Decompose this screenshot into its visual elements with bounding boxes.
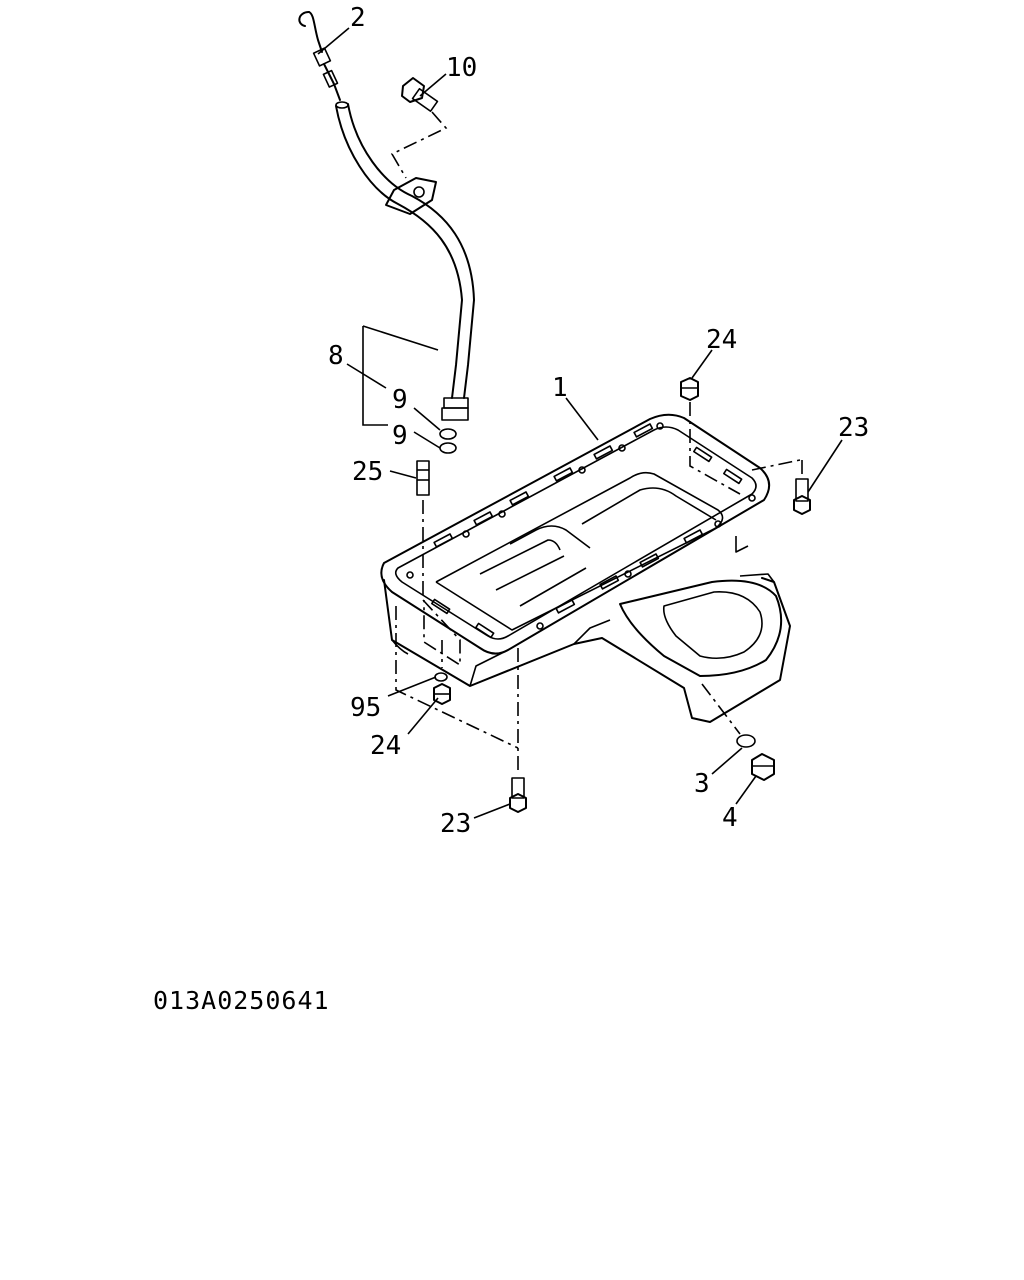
group-bracket — [362, 326, 388, 426]
dipstick — [298, 11, 341, 101]
callout-bolt-bottom: 23 — [440, 809, 471, 839]
callout-bolt-right: 23 — [838, 413, 869, 443]
stud — [416, 460, 430, 600]
washer — [434, 672, 448, 682]
guide-bolt — [390, 77, 448, 179]
drain-centerline — [701, 683, 741, 735]
callout-drain-gasket: 3 — [694, 769, 710, 799]
callout-washer: 95 — [350, 693, 381, 723]
callout-guide-tube: 8 — [328, 341, 344, 371]
leader-lines — [317, 27, 843, 819]
callout-drain-plug: 4 — [722, 803, 738, 833]
nut-bottom — [433, 683, 451, 705]
drain-plug — [751, 753, 775, 781]
oil-pan — [380, 413, 791, 723]
nut-top — [680, 377, 741, 495]
drain-gasket — [736, 734, 756, 748]
bolt-bottom — [509, 777, 527, 813]
bolt-right — [751, 459, 811, 515]
flange-holes — [406, 422, 756, 639]
o-ring-upper — [439, 428, 457, 440]
callout-dipstick: 2 — [350, 3, 366, 33]
callout-oil-pan: 1 — [552, 373, 568, 403]
callout-o-ring-upper: 9 — [392, 385, 408, 415]
callout-stud: 25 — [352, 457, 383, 487]
dipstick-guide-tube — [335, 101, 475, 421]
callout-o-ring-lower: 9 — [392, 421, 408, 451]
group-bracket-top — [362, 325, 439, 351]
drawing-id: 013A0250641 — [153, 986, 330, 1015]
o-ring-lower — [439, 442, 457, 454]
bottom-hardware-lines — [395, 599, 519, 770]
callout-guide-bolt: 10 — [446, 53, 477, 83]
callout-nut-top: 24 — [706, 325, 737, 355]
callout-nut-bottom: 24 — [370, 731, 401, 761]
